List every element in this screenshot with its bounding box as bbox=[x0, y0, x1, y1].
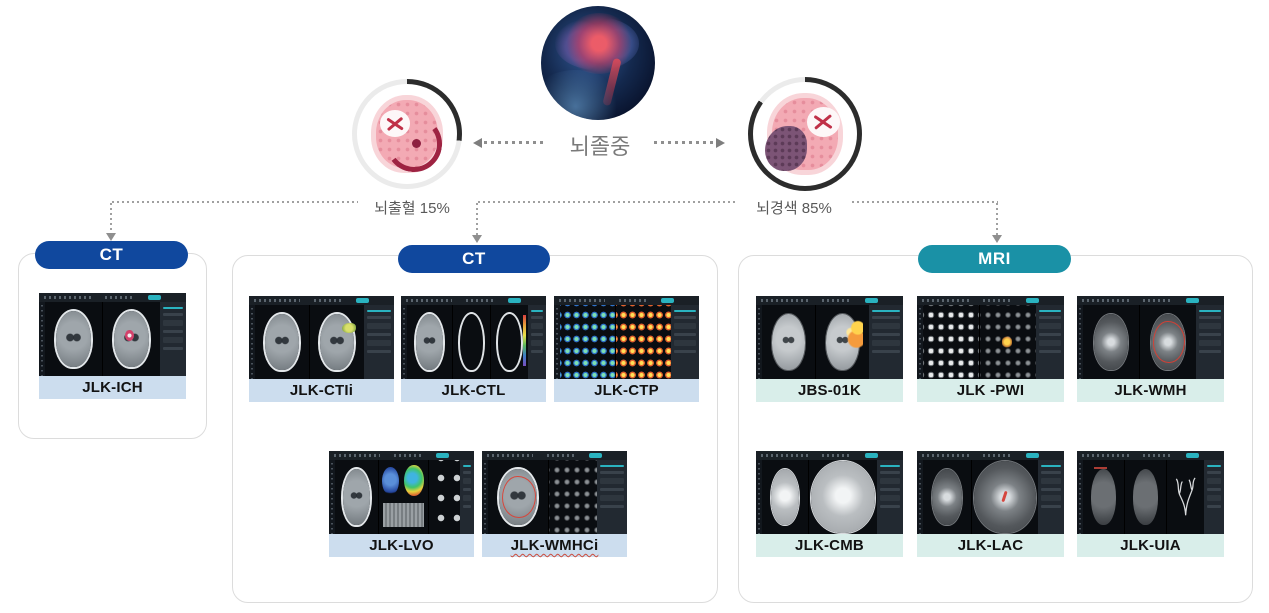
screenshot-jlk-ich bbox=[39, 293, 186, 376]
badge-ct-infarction: CT bbox=[398, 245, 550, 273]
connector-hemorrhage-v bbox=[110, 203, 112, 234]
product-label-text: JLK-WMHCi bbox=[510, 537, 599, 554]
product-label-text: JLK-LVO bbox=[369, 537, 434, 554]
arrow-left-icon bbox=[473, 138, 482, 148]
screenshot-jlk-ctii bbox=[249, 296, 394, 379]
badge-ct-hemorrhage: CT bbox=[35, 241, 188, 269]
infarction-ring-chart bbox=[748, 77, 862, 191]
badge-mri-infarction: MRI bbox=[918, 245, 1071, 273]
infarction-brain-icon bbox=[763, 92, 847, 176]
product-label-text: JLK-LAC bbox=[957, 537, 1024, 554]
product-label-text: JBS-01K bbox=[797, 382, 862, 399]
connector-infarction-left-h bbox=[478, 201, 738, 203]
product-label-text: JLK-CTP bbox=[594, 382, 659, 399]
product-label: JLK-ICH bbox=[39, 376, 186, 399]
brain-glow-decoration bbox=[563, 12, 635, 75]
product-label-text: JLK-UIA bbox=[1120, 537, 1181, 554]
product-jlk-wmh: JLK-WMH bbox=[1077, 296, 1224, 402]
screenshot-jlk-wmh bbox=[1077, 296, 1224, 379]
root-label-stroke: 뇌졸중 bbox=[569, 134, 631, 159]
product-label: JLK -PWI bbox=[917, 379, 1064, 402]
screenshot-jlk-lvo bbox=[329, 451, 474, 534]
product-label: JLK-WMH bbox=[1077, 379, 1224, 402]
dotted-line-left bbox=[484, 141, 544, 144]
panel-ct-infarction: JLK-CTIi JLK-CTL JLK-CTP JLK-LVO JLK-WMH… bbox=[232, 255, 718, 603]
arrow-right-icon bbox=[716, 138, 725, 148]
product-label: JLK-UIA bbox=[1077, 534, 1224, 557]
connector-arrow-ct-left bbox=[106, 233, 116, 241]
product-jlk-ctl: JLK-CTL bbox=[401, 296, 546, 402]
connector-infarction-left-v bbox=[476, 203, 478, 236]
screenshot-jlk-cmb bbox=[756, 451, 903, 534]
connector-infarction-right-h bbox=[852, 201, 998, 203]
screenshot-jlk-wmhci bbox=[482, 451, 627, 534]
connector-arrow-mri bbox=[992, 235, 1002, 243]
product-label: JLK-CTP bbox=[554, 379, 699, 402]
connector-arrow-ct-mid bbox=[472, 235, 482, 243]
product-label-text: JLK-CTL bbox=[441, 382, 506, 399]
product-jlk-ctii: JLK-CTIi bbox=[249, 296, 394, 402]
product-label: JBS-01K bbox=[756, 379, 903, 402]
product-jlk-lvo: JLK-LVO bbox=[329, 451, 474, 557]
product-label: JLK-CTL bbox=[401, 379, 546, 402]
connector-hemorrhage-h bbox=[112, 201, 358, 203]
product-label-text: JLK-WMH bbox=[1114, 382, 1187, 399]
screenshot-jlk-ctl bbox=[401, 296, 546, 379]
screenshot-jlk-lac bbox=[917, 451, 1064, 534]
hemorrhage-ring-chart bbox=[352, 79, 462, 189]
product-jlk-wmhci: JLK-WMHCi bbox=[482, 451, 627, 557]
product-label: JLK-CMB bbox=[756, 534, 903, 557]
dotted-line-right bbox=[654, 141, 714, 144]
product-jbs-01k: JBS-01K bbox=[756, 296, 903, 402]
screenshot-jlk-pwi bbox=[917, 296, 1064, 379]
product-label: JLK-LAC bbox=[917, 534, 1064, 557]
product-jlk-ctp: JLK-CTP bbox=[554, 296, 699, 402]
screenshot-jbs-01k bbox=[756, 296, 903, 379]
branch-label-infarction: 뇌경색 85% bbox=[756, 200, 832, 217]
product-label: JLK-LVO bbox=[329, 534, 474, 557]
panel-ct-hemorrhage: JLK-ICH bbox=[18, 253, 207, 439]
stroke-brain-photo bbox=[541, 6, 655, 120]
product-label-text: JLK-CTIi bbox=[289, 382, 354, 399]
hemorrhage-brain-icon bbox=[367, 94, 447, 177]
screenshot-jlk-ctp bbox=[554, 296, 699, 379]
vessel-spot bbox=[806, 107, 841, 138]
product-jlk-lac: JLK-LAC bbox=[917, 451, 1064, 557]
product-label: JLK-WMHCi bbox=[482, 534, 627, 557]
product-label-text: JLK-CMB bbox=[795, 537, 864, 554]
hemorrhage-dot bbox=[411, 138, 421, 148]
infarct-region bbox=[764, 125, 807, 171]
vessel-spot bbox=[379, 110, 411, 138]
panel-mri-infarction: JBS-01K JLK -PWI JLK-WMH JLK-CMB JLK-LAC bbox=[738, 255, 1253, 603]
branch-label-hemorrhage: 뇌출혈 15% bbox=[374, 200, 450, 217]
product-jlk-pwi: JLK -PWI bbox=[917, 296, 1064, 402]
product-label: JLK-CTIi bbox=[249, 379, 394, 402]
product-label-text: JLK-ICH bbox=[82, 379, 143, 396]
product-label-text: JLK -PWI bbox=[956, 382, 1025, 399]
product-jlk-cmb: JLK-CMB bbox=[756, 451, 903, 557]
connector-infarction-right-v bbox=[996, 203, 998, 236]
product-jlk-ich: JLK-ICH bbox=[39, 293, 186, 399]
product-jlk-uia: JLK-UIA bbox=[1077, 451, 1224, 557]
screenshot-jlk-uia bbox=[1077, 451, 1224, 534]
